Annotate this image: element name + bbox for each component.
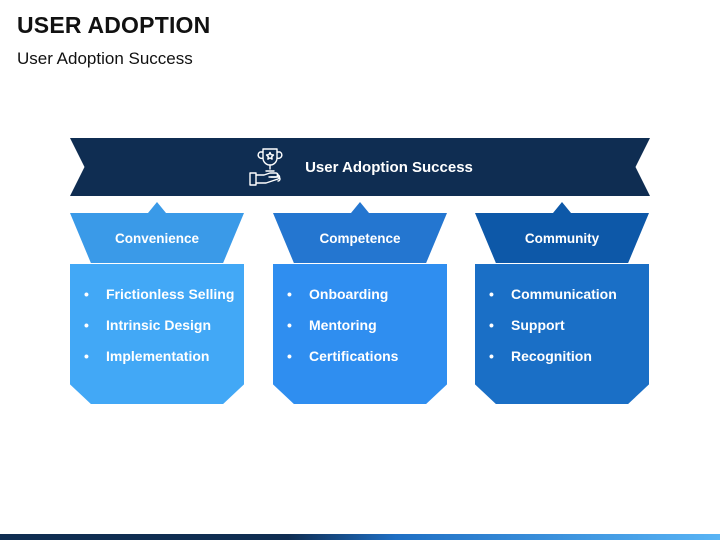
trophy-hand-icon [249, 148, 283, 186]
column-community-header: Community [475, 213, 649, 263]
list-item-label: Recognition [511, 348, 592, 364]
list-item-label: Intrinsic Design [106, 317, 212, 333]
bullet-glyph: • [489, 317, 494, 333]
column-competence-body: • Onboarding • Mentoring • Certifications [273, 264, 447, 404]
list-item-label: Frictionless Selling [106, 286, 235, 302]
list-item: • Intrinsic Design [84, 317, 234, 348]
list-item-label: Implementation [106, 348, 210, 364]
page-title: USER ADOPTION [17, 12, 211, 38]
column-convenience-pointer [148, 202, 166, 213]
bullet-glyph: • [84, 286, 89, 302]
list-item: • Onboarding [287, 286, 398, 317]
page-subtitle: User Adoption Success [17, 49, 193, 68]
column-competence-header: Competence [273, 213, 447, 263]
bullet-glyph: • [489, 286, 494, 302]
list-item-label: Onboarding [309, 286, 389, 302]
banner-label: User Adoption Success [305, 158, 473, 176]
list-item: • Implementation [84, 348, 234, 379]
list-item: • Recognition [489, 348, 617, 379]
list-item-label: Communication [511, 286, 617, 302]
list-item-label: Mentoring [309, 317, 377, 333]
footer-stripe [0, 534, 720, 540]
column-header-label: Competence [319, 230, 401, 246]
column-community-body: • Communication • Support • Recognition [475, 264, 649, 404]
column-competence-pointer [351, 202, 369, 213]
bullet-glyph: • [489, 348, 494, 364]
banner: User Adoption Success [70, 138, 650, 196]
column-convenience-body: •Frictionless Selling •Intrinsic Design … [70, 264, 244, 404]
bullet-glyph: • [84, 317, 89, 333]
column-header-label: Convenience [114, 230, 200, 246]
bullet-glyph: • [287, 317, 292, 333]
column-community-pointer [553, 202, 571, 213]
column-header-label: Community [524, 230, 600, 246]
column-convenience-header: Convenience [70, 213, 244, 263]
list-item: • Mentoring [287, 317, 398, 348]
list-item-label: Support [511, 317, 565, 333]
bullet-glyph: • [287, 348, 292, 364]
bullet-glyph: • [84, 348, 89, 364]
list-item: • Frictionless Selling [84, 286, 234, 317]
list-item: • Communication [489, 286, 617, 317]
list-item: • Support [489, 317, 617, 348]
list-item-label: Certifications [309, 348, 399, 364]
bullet-glyph: • [287, 286, 292, 302]
list-item: • Certifications [287, 348, 398, 379]
